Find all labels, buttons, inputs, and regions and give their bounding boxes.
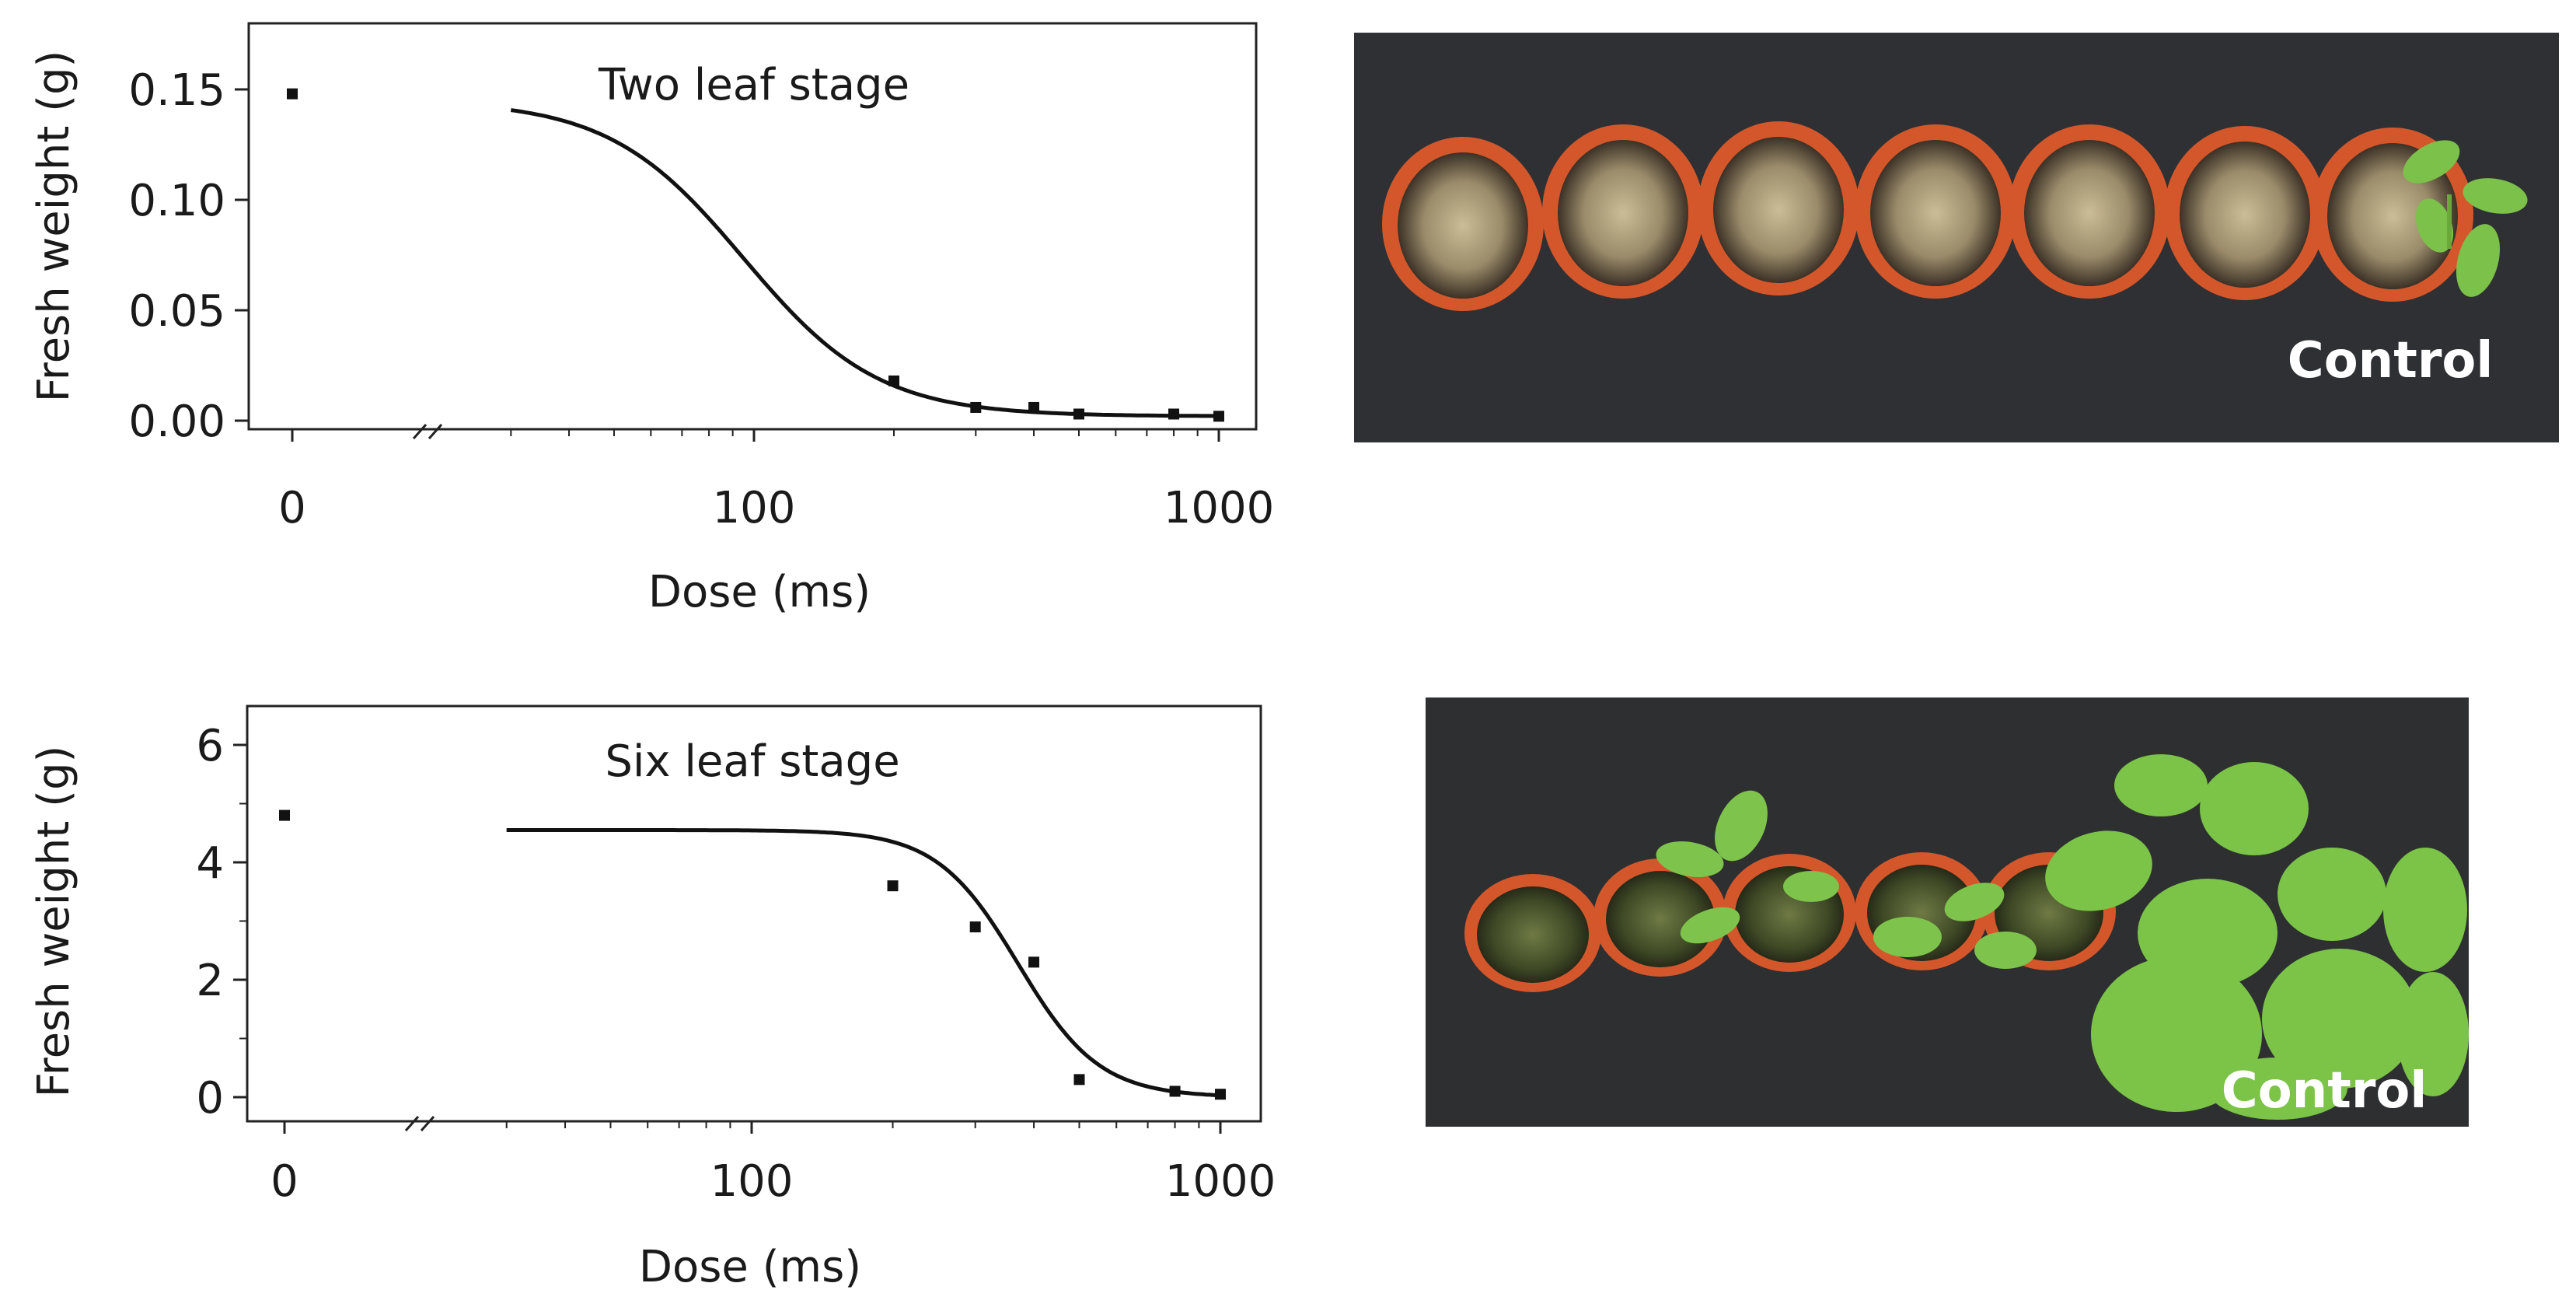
data-point bbox=[1028, 956, 1040, 968]
y-tick-label: 0.00 bbox=[128, 397, 225, 447]
data-points bbox=[279, 809, 1226, 1100]
y-axis: 0 2 4 6 bbox=[196, 721, 247, 1124]
fit-curve-group bbox=[506, 828, 1221, 1098]
data-point bbox=[970, 401, 982, 413]
x-tick-label: 100 bbox=[713, 483, 796, 533]
plot-frame bbox=[246, 704, 1262, 1123]
pot bbox=[1723, 854, 1856, 972]
y-tick-label: 2 bbox=[196, 956, 224, 1006]
x-tick-label: 100 bbox=[710, 1156, 794, 1207]
axis-break-mark bbox=[404, 1116, 420, 1131]
pot bbox=[1593, 858, 1727, 977]
x-axis: 0 100 1000 bbox=[271, 1116, 1276, 1207]
chart-title: Two leaf stage bbox=[598, 60, 909, 110]
chart-six-leaf: 0 2 4 6 0 100 1000 Six leaf stage Dose (ms) F… bbox=[29, 704, 1276, 1292]
y-tick-label: 0.10 bbox=[128, 176, 225, 226]
pot bbox=[1382, 137, 1544, 311]
x-tick-label: 0 bbox=[271, 1156, 298, 1207]
y-tick-label: 0.15 bbox=[128, 65, 225, 116]
y-tick-label: 0 bbox=[196, 1073, 224, 1124]
data-point bbox=[969, 921, 981, 933]
pot bbox=[1855, 124, 2016, 299]
x-tick-label: 0 bbox=[278, 483, 306, 533]
y-tick-label: 0.05 bbox=[128, 286, 225, 337]
control-plant bbox=[2045, 754, 2469, 1120]
control-plant bbox=[2403, 140, 2528, 297]
photo-six-leaf: Control bbox=[1426, 697, 2469, 1127]
pots-row bbox=[1382, 121, 2473, 311]
x-tick-label: 1000 bbox=[1164, 483, 1275, 533]
seedlings bbox=[1656, 790, 2037, 969]
photo-two-leaf: Control bbox=[1354, 33, 2559, 442]
x-axis: 0 100 1000 bbox=[278, 424, 1275, 533]
data-point bbox=[1213, 411, 1224, 422]
x-axis-title: Dose (ms) bbox=[648, 567, 871, 617]
data-point bbox=[279, 809, 290, 821]
axis-break-mark bbox=[428, 424, 443, 439]
data-point bbox=[1073, 1074, 1085, 1086]
axis-break-mark bbox=[412, 424, 428, 439]
pot bbox=[1698, 121, 1859, 295]
data-point bbox=[1215, 1089, 1226, 1100]
chart-title: Six leaf stage bbox=[605, 736, 899, 787]
data-point bbox=[1168, 408, 1180, 420]
data-point bbox=[1073, 408, 1084, 420]
x-tick-label: 1000 bbox=[1165, 1156, 1276, 1207]
data-point bbox=[1028, 401, 1040, 413]
photo-label-control: Control bbox=[2288, 332, 2494, 390]
fit-curve bbox=[510, 108, 1219, 418]
plot-frame bbox=[247, 22, 1258, 431]
photo-label-control: Control bbox=[2222, 1062, 2428, 1120]
y-tick-label: 4 bbox=[196, 838, 224, 889]
data-point bbox=[287, 88, 298, 100]
data-point bbox=[1169, 1086, 1181, 1097]
y-axis-title: Fresh weight (g) bbox=[29, 51, 79, 403]
data-point bbox=[888, 375, 900, 386]
pot bbox=[1542, 124, 1704, 299]
chart-two-leaf: 0.00 0.05 0.10 0.15 0 100 1000 Two leaf stage… bbox=[29, 22, 1275, 617]
pot bbox=[2009, 124, 2170, 299]
x-axis-title: Dose (ms) bbox=[639, 1242, 861, 1292]
axis-break-mark bbox=[420, 1116, 435, 1131]
y-axis: 0.00 0.05 0.10 0.15 bbox=[128, 65, 249, 447]
data-points bbox=[287, 88, 1224, 422]
pot bbox=[1464, 874, 1601, 992]
data-point bbox=[887, 880, 899, 892]
fit-curve-group bbox=[510, 108, 1219, 418]
y-tick-label: 6 bbox=[196, 721, 224, 771]
pot bbox=[2164, 126, 2326, 300]
fit-curve bbox=[506, 828, 1221, 1098]
y-axis-title: Fresh weight (g) bbox=[29, 746, 79, 1098]
